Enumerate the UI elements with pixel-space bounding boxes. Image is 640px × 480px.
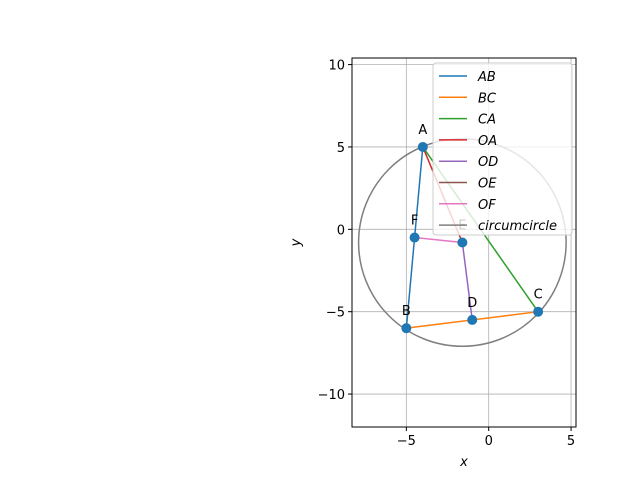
legend-label-OD: OD	[478, 155, 498, 170]
legend-label-OE: OE	[478, 177, 497, 192]
point-F	[409, 232, 420, 243]
series-OF	[413, 236, 464, 244]
legend-box	[432, 62, 573, 236]
y-tick-label: 0	[337, 223, 345, 238]
axes-frame	[351, 57, 577, 428]
y-tick-label: 10	[328, 59, 345, 74]
y-axis-label: y	[289, 238, 304, 247]
legend-label-OF: OF	[478, 198, 496, 213]
series-OD	[461, 241, 473, 321]
x-tick-label: −5	[397, 434, 416, 449]
y-tick-label: −10	[318, 388, 345, 403]
legend-label-OA: OA	[478, 134, 497, 149]
legend-label-CA: CA	[478, 113, 496, 128]
point-label-F: F	[411, 214, 418, 229]
x-tick-label: 0	[485, 434, 493, 449]
point-D	[467, 314, 478, 325]
point-label-A: A	[418, 123, 427, 138]
point-label-B: B	[402, 304, 411, 319]
point-label-D: D	[467, 296, 477, 311]
legend-label-BC: BC	[478, 91, 497, 106]
point-A	[417, 141, 428, 152]
legend-label-AB: AB	[477, 70, 496, 85]
y-tick-label: 5	[337, 141, 345, 156]
legend-label-circumcircle: circumcircle	[478, 219, 557, 234]
point-B	[401, 323, 412, 334]
y-tick-label: −5	[326, 306, 345, 321]
legend: AB BC CA OA OD OE OF circumcircle	[432, 62, 573, 236]
x-tick-label: 5	[567, 434, 575, 449]
x-axis-label: x	[459, 455, 468, 470]
point-E	[457, 237, 468, 248]
point-C	[533, 306, 544, 317]
point-label-C: C	[534, 288, 543, 303]
